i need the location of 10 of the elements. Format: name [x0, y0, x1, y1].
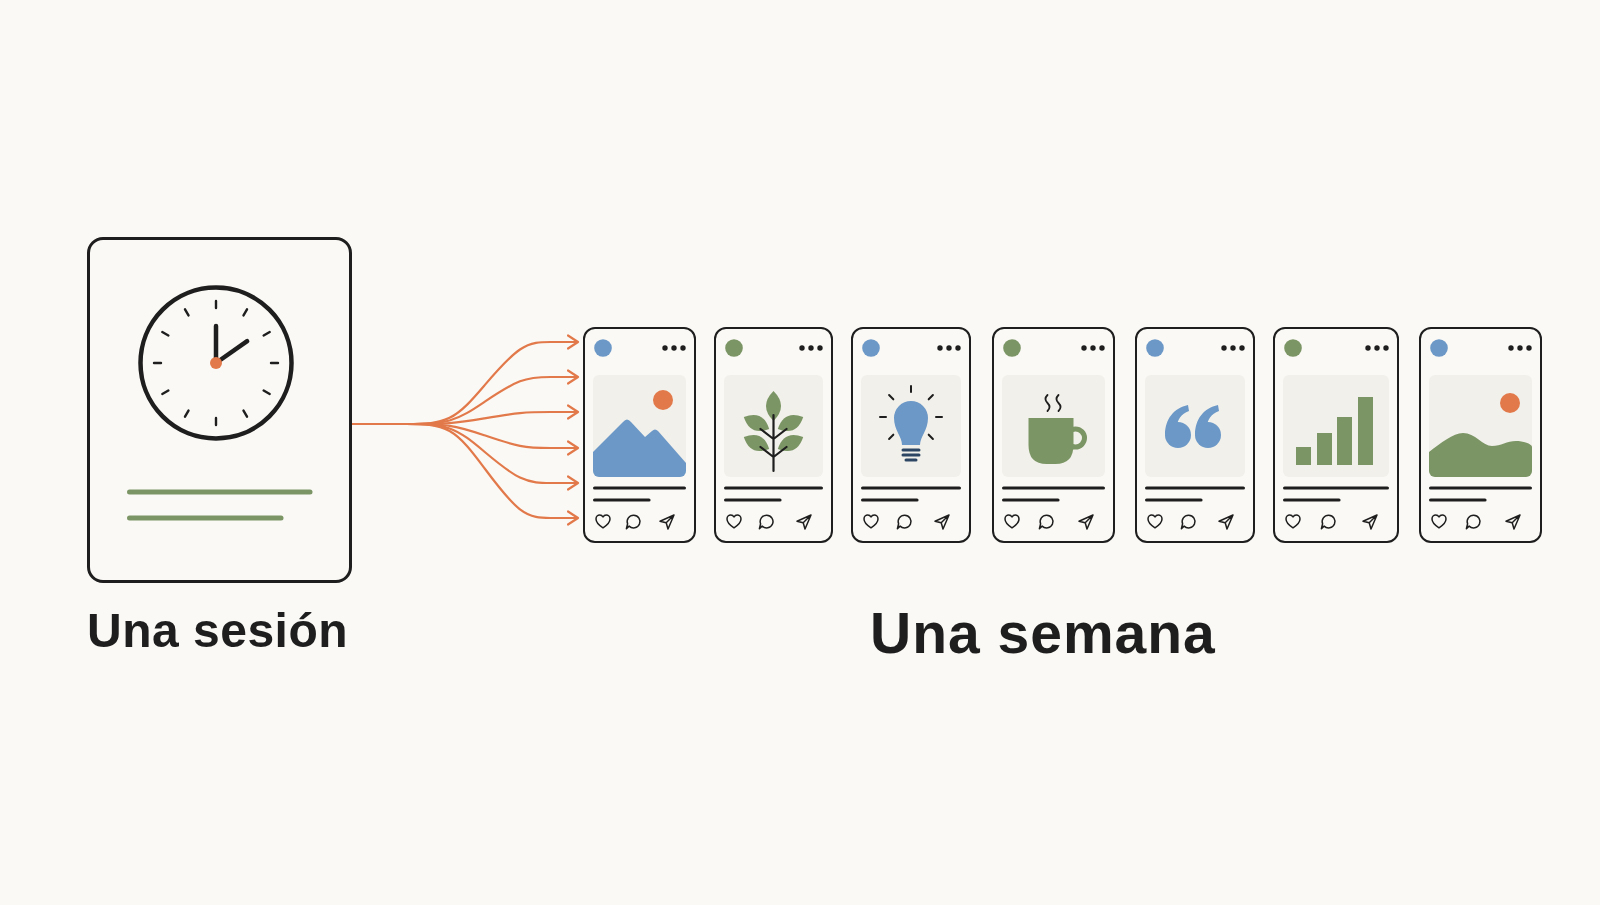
card-heading: Una sesión [87, 607, 349, 655]
post-card [1135, 327, 1255, 543]
post-card [1419, 327, 1542, 543]
group-heading: Una semana [870, 605, 1216, 662]
post-card [714, 327, 833, 543]
post-card [1273, 327, 1399, 543]
arrow [352, 422, 580, 526]
post-card [583, 327, 696, 543]
post-card [851, 327, 971, 543]
post-card [992, 327, 1115, 543]
